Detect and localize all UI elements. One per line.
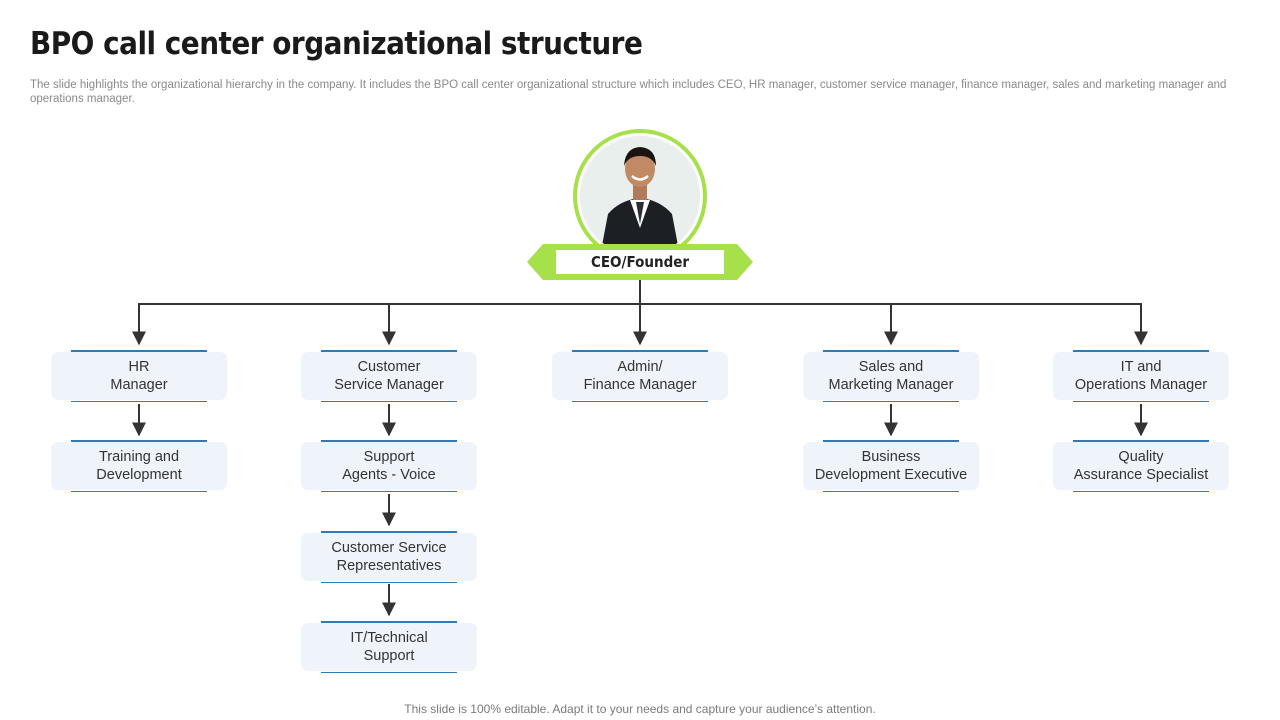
- node-customer-service-manager: Customer Service Manager: [301, 350, 477, 402]
- node-it-technical-support: IT/Technical Support: [301, 621, 477, 673]
- node-admin-finance-manager: Admin/ Finance Manager: [552, 350, 728, 402]
- page-title: BPO call center organizational structure: [30, 26, 643, 62]
- node-hr-manager: HR Manager: [51, 350, 227, 402]
- node-it-operations-manager: IT and Operations Manager: [1053, 350, 1229, 402]
- ceo-avatar: [580, 136, 700, 256]
- node-sales-marketing-manager: Sales and Marketing Manager: [803, 350, 979, 402]
- ceo-title: CEO/Founder: [590, 253, 690, 271]
- person-icon: [580, 136, 700, 256]
- node-customer-service-representatives: Customer Service Representatives: [301, 531, 477, 583]
- node-quality-assurance-specialist: Quality Assurance Specialist: [1053, 440, 1229, 492]
- node-training-development: Training and Development: [51, 440, 227, 492]
- node-support-agents-voice: Support Agents - Voice: [301, 440, 477, 492]
- footer-note: This slide is 100% editable. Adapt it to…: [404, 702, 876, 716]
- page-subtitle: The slide highlights the organizational …: [30, 79, 1227, 105]
- node-business-development-executive: Business Development Executive: [803, 440, 979, 492]
- ceo-banner: [527, 244, 753, 280]
